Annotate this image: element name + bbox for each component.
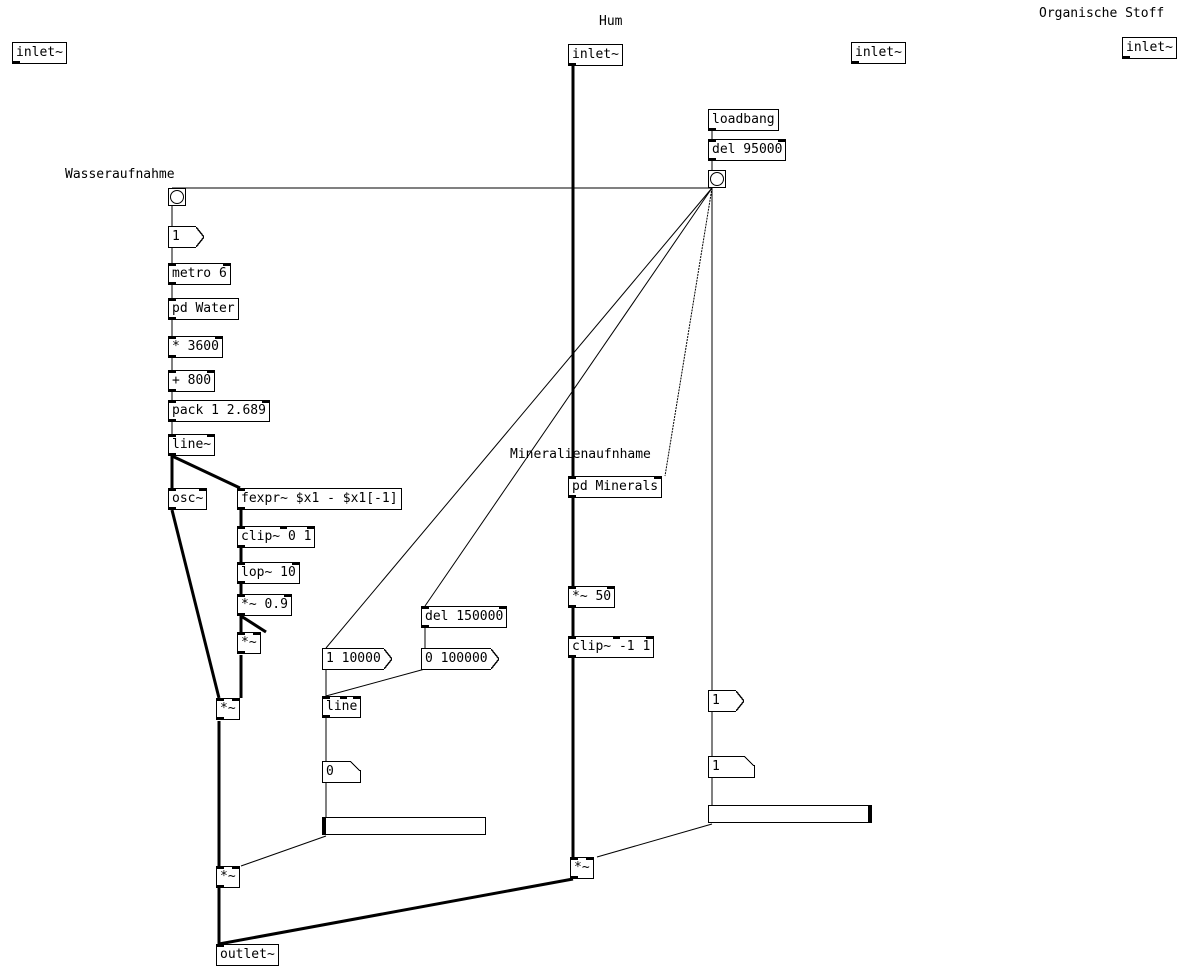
object-text: line (326, 699, 358, 714)
signal-cord (170, 509, 221, 699)
multiply-0.9-object[interactable]: *~ 0.9 (237, 594, 292, 616)
number-value: 0 (326, 764, 334, 779)
message-text: 1 10000 (326, 651, 381, 666)
signal-cord (171, 454, 241, 490)
signal-cord (218, 877, 574, 946)
pd-minerals-subpatch[interactable]: pd Minerals (568, 476, 663, 498)
object-text: * 3600 (172, 339, 219, 354)
multiply-signal-object[interactable]: *~ (237, 632, 261, 654)
multiply-3600-object[interactable]: * 3600 (168, 336, 223, 358)
message-text: 0 100000 (425, 651, 488, 666)
object-text: pd Minerals (572, 479, 659, 494)
object-text: del 95000 (712, 142, 783, 157)
object-text: pack 1 2.689 (172, 403, 266, 418)
object-text: fexpr~ $x1 - $x1[-1] (241, 491, 398, 506)
clip-minus1-1-object[interactable]: clip~ -1 1 (568, 636, 655, 658)
control-cord (325, 668, 426, 697)
inlet-object-4[interactable]: inlet~ (1122, 37, 1177, 59)
multiply-signal-object[interactable]: *~ (570, 857, 594, 879)
bang-circle-icon (710, 172, 724, 186)
message-box-1-10000[interactable]: 1 10000 (322, 648, 392, 670)
object-text: lop~ 10 (241, 565, 296, 580)
horizontal-slider-left[interactable] (322, 817, 486, 835)
control-cord (664, 187, 713, 477)
message-box-1-right[interactable]: 1 (708, 690, 744, 712)
pd-water-subpatch[interactable]: pd Water (168, 298, 239, 320)
object-text: *~ (241, 635, 257, 650)
slider-knob[interactable] (868, 806, 871, 822)
object-text: *~ 0.9 (241, 597, 288, 612)
horizontal-slider-right[interactable] (708, 805, 872, 823)
delay-95000-object[interactable]: del 95000 (708, 139, 787, 161)
object-text: metro 6 (172, 266, 227, 281)
lowpass-object[interactable]: lop~ 10 (237, 562, 300, 584)
loadbang-object[interactable]: loadbang (708, 109, 779, 131)
clip-0-1-object[interactable]: clip~ 0 1 (237, 526, 316, 548)
number-value: 1 (712, 759, 720, 774)
object-text: *~ (220, 701, 236, 716)
comment-mineralienaufnhame: Mineralienaufnhame (510, 447, 651, 462)
object-text: *~ (574, 860, 590, 875)
object-text: line~ (172, 437, 212, 452)
object-text: inlet~ (1126, 40, 1173, 55)
multiply-signal-object[interactable]: *~ (216, 866, 240, 888)
control-cord (240, 835, 327, 867)
outlet-object[interactable]: outlet~ (216, 944, 279, 966)
bang-circle-icon (170, 190, 184, 204)
fexpr-object[interactable]: fexpr~ $x1 - $x1[-1] (237, 488, 402, 510)
comment-hum: Hum (599, 14, 623, 29)
line-object[interactable]: line (322, 696, 362, 718)
inlet-object-3[interactable]: inlet~ (851, 42, 906, 64)
object-text: pd Water (172, 301, 235, 316)
object-text: inlet~ (855, 45, 902, 60)
object-text: osc~ (172, 491, 204, 506)
delay-150000-object[interactable]: del 150000 (421, 606, 508, 628)
object-text: inlet~ (16, 45, 63, 60)
oscillator-object[interactable]: osc~ (168, 488, 208, 510)
control-cord (325, 187, 713, 649)
add-800-object[interactable]: + 800 (168, 370, 216, 392)
bang-button-right[interactable] (708, 170, 726, 188)
message-box-0-100000[interactable]: 0 100000 (421, 648, 499, 670)
control-cord (424, 187, 713, 607)
metro-object[interactable]: metro 6 (168, 263, 231, 285)
object-text: clip~ 0 1 (241, 529, 312, 544)
message-text: 1 (712, 693, 720, 708)
object-text: clip~ -1 1 (572, 639, 651, 654)
object-text: *~ 50 (572, 589, 612, 604)
number-box-line[interactable]: 0 (322, 761, 361, 783)
object-text: outlet~ (220, 947, 275, 962)
object-text: + 800 (172, 373, 212, 388)
inlet-object-1[interactable]: inlet~ (12, 42, 67, 64)
signal-cord (240, 614, 267, 634)
object-text: del 150000 (425, 609, 504, 624)
comment-organische-stoff: Organische Stoff (1039, 6, 1165, 21)
object-text: loadbang (712, 112, 775, 127)
multiply-signal-object[interactable]: *~ (216, 698, 240, 720)
comment-wasseraufnahme: Wasseraufnahme (65, 167, 175, 182)
message-box-1[interactable]: 1 (168, 226, 204, 248)
object-text: *~ (220, 869, 236, 884)
inlet-object-2[interactable]: inlet~ (568, 44, 623, 66)
pack-object[interactable]: pack 1 2.689 (168, 400, 270, 422)
line-signal-object[interactable]: line~ (168, 434, 216, 456)
bang-button-left[interactable] (168, 188, 186, 206)
multiply-50-object[interactable]: *~ 50 (568, 586, 616, 608)
object-text: inlet~ (572, 47, 619, 62)
number-box-right[interactable]: 1 (708, 756, 755, 778)
control-cord (596, 823, 713, 858)
message-text: 1 (172, 229, 180, 244)
slider-knob[interactable] (323, 818, 326, 834)
